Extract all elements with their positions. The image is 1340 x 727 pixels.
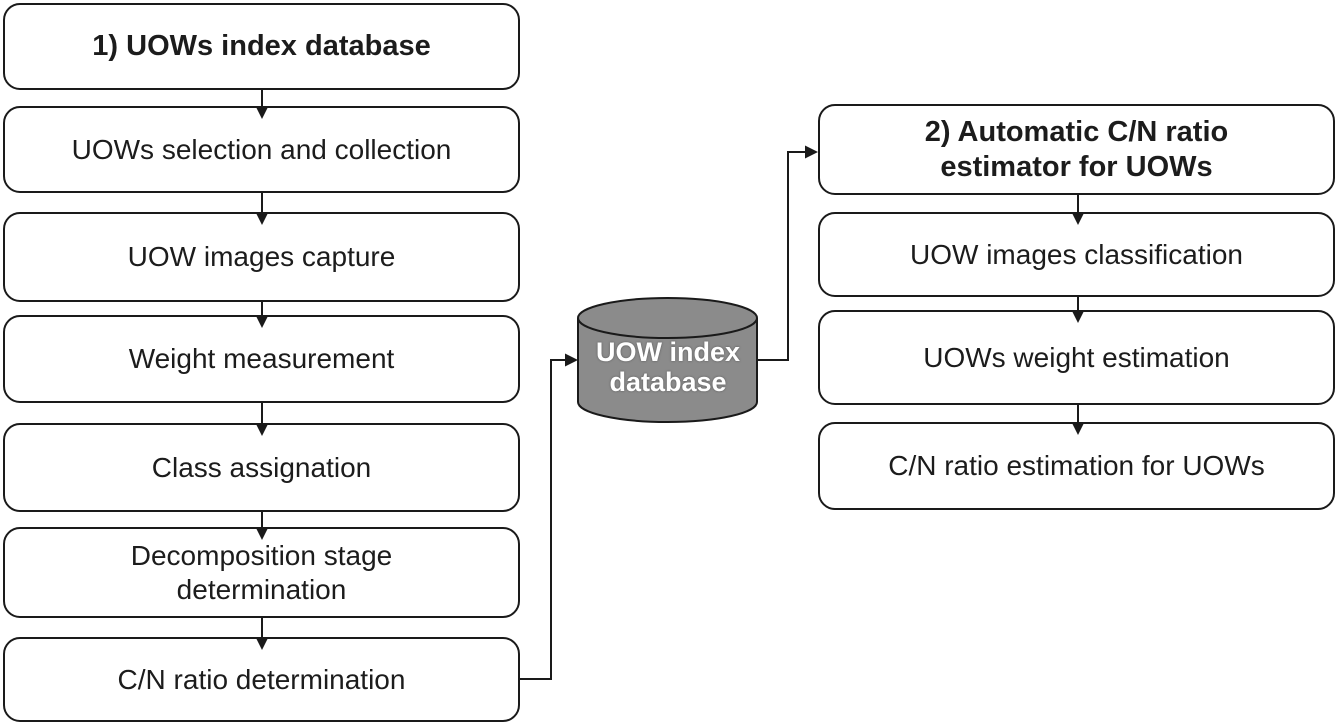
flow-step-label: C/N ratio determination	[117, 663, 406, 695]
database-label: UOW index database	[578, 337, 758, 397]
elbow-connector-to-database	[520, 359, 566, 680]
flow-step-box-uow-images-classification: UOW images classification	[818, 212, 1335, 297]
database-label-line2: database	[609, 367, 727, 397]
arrowhead	[805, 145, 818, 159]
flow-step-label: UOW images classification	[910, 238, 1243, 270]
flow-step-box-decomposition-stage: Decomposition stage determination	[3, 527, 520, 618]
flow-step-label: UOWs weight estimation	[923, 341, 1230, 373]
elbow-connector-to-estimator	[757, 151, 806, 361]
arrowhead	[565, 353, 578, 367]
flow-step-box-weight-measurement: Weight measurement	[3, 315, 520, 403]
flow-step-box-uow-images-capture: UOW images capture	[3, 212, 520, 302]
flow-step-label: UOW images capture	[127, 241, 396, 273]
flow-title-label: 1) UOWs index database	[92, 30, 431, 63]
flow-title-label: 2) Automatic C/N ratio estimator for UOW…	[924, 116, 1229, 183]
flow-step-box-cn-ratio-determination: C/N ratio determination	[3, 637, 520, 722]
flow-step-label: UOWs selection and collection	[71, 133, 452, 165]
flow-step-box-uows-selection: UOWs selection and collection	[3, 106, 520, 193]
database-label-line1: UOW index	[595, 337, 740, 367]
flow-step-label: Weight measurement	[128, 343, 395, 375]
flow-step-box-uows-weight-estimation: UOWs weight estimation	[818, 310, 1335, 405]
flow-step-label: Class assignation	[151, 451, 372, 483]
flow-step-box-cn-ratio-estimation: C/N ratio estimation for UOWs	[818, 422, 1335, 510]
flow-step-box-class-assignation: Class assignation	[3, 423, 520, 512]
flow-title-box-uows-index-database: 1) UOWs index database	[3, 3, 520, 90]
flow-step-label: C/N ratio estimation for UOWs	[888, 450, 1265, 482]
flow-title-box-cn-ratio-estimator: 2) Automatic C/N ratio estimator for UOW…	[818, 104, 1335, 195]
flow-step-label: Decomposition stage determination	[130, 540, 393, 605]
